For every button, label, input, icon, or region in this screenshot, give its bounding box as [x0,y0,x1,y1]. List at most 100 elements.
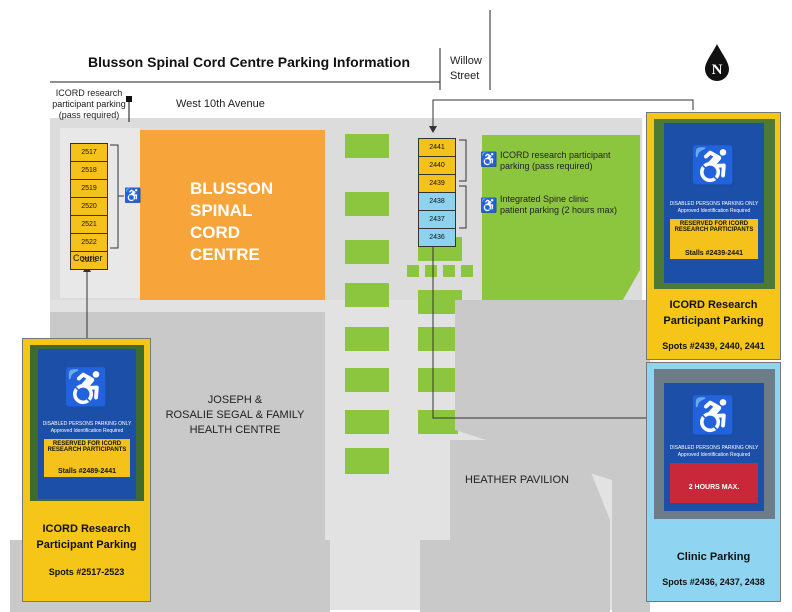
parking-island [418,290,462,314]
sign-disabled-text: DISABLED PERSONS PARKING ONLY [669,445,759,451]
parking-island [407,265,419,277]
parking-island [345,283,389,307]
segal-line1: JOSEPH & [207,394,263,406]
right-blue-bracket [459,185,467,229]
blusson-line1: BLUSSON [190,179,274,198]
card-caption: Clinic Parking [647,549,780,565]
parking-island [443,265,455,277]
parking-island [418,327,462,351]
stall: 2436 [418,228,456,247]
sign-reserved-line1: RESERVED FOR ICORD [671,221,757,227]
card-caption: ICORD Research Participant Parking [23,521,150,553]
clinic-note-line1: Integrated Spine clinic [500,194,589,204]
sign-reserved-panel: RESERVED FOR ICORD RESEARCH PARTICIPANTS… [670,219,758,259]
sign-approved-text: Approved Identification Required [50,428,124,434]
note-marker [126,96,132,102]
sign-photo: ♿ DISABLED PERSONS PARKING ONLY Approved… [654,119,775,289]
card-spots: Spots #2436, 2437, 2438 [662,577,765,587]
willow-street-label: Willow Street [450,55,482,82]
icord-note: ICORD research participant parking (pass… [500,150,611,172]
sign-approved-text: Approved Identification Required [677,452,751,458]
blusson-line2: SPINAL [190,201,253,220]
right-building [455,300,650,612]
connector-top-right [432,99,694,128]
sign-reserved-2: RESEARCH PARTICIPANTS [674,227,754,233]
segal-line2: ROSALIE SEGAL & FAMILY [165,409,305,421]
segal-line3: HEALTH CENTRE [189,424,281,436]
card-caption-1: ICORD Research [669,299,758,311]
wheelchair-icon: ♿ [63,368,111,410]
page-title: Blusson Spinal Cord Centre Parking Infor… [88,54,411,70]
willow-line2: Street [450,70,480,82]
stall: 2519 [70,179,108,198]
stall: 2520 [70,197,108,216]
parking-island [345,192,389,216]
sign-approved-text: Approved Identification Required [677,208,751,214]
west-10th-avenue-label: West 10th Avenue [176,98,265,110]
top-note-line3: (pass required) [58,110,120,120]
blusson-line3: CORD [190,223,241,242]
sign-two-hours: 2 HOURS MAX. [688,484,740,491]
card-icord-right: ♿ DISABLED PERSONS PARKING ONLY Approved… [646,112,781,360]
willow-line1: Willow [450,55,482,67]
wheelchair-icon: ♿ [124,187,142,203]
stall: 2441 [418,138,456,157]
right-stalls: 2441 2440 2439 2438 2437 2436 [418,138,456,247]
stall: 2523 [70,251,108,270]
sign-reserved-line2: RESEARCH PARTICIPANTS [671,227,757,233]
blusson-label: BLUSSON SPINAL CORD CENTRE [190,178,273,266]
clinic-note-line2: patient parking (2 hours max) [500,205,618,215]
parking-islands [345,134,473,474]
heather-pavilion-building [420,440,610,612]
parking-sign: ♿ DISABLED PERSONS PARKING ONLY Approved… [664,123,764,283]
wheelchair-icon: ♿ [480,197,498,213]
card-caption-2: Participant Parking [36,539,137,551]
card-spots: Spots #2517-2523 [48,567,125,577]
card-spots: Spots #2439, 2440, 2441 [662,341,765,351]
stall: 2438 [418,192,456,211]
sign-reserved-line2: RESEARCH PARTICIPANTS [45,447,129,453]
parking-island [345,368,389,392]
blusson-line4: CENTRE [190,245,260,264]
card-caption-2: Participant Parking [663,315,764,327]
sign-two-hours-panel: 2 HOURS MAX. [670,463,758,503]
sign-photo: ♿ DISABLED PERSONS PARKING ONLY Approved… [654,369,775,519]
stall: 2517 [70,143,108,162]
stall: 2439 [418,174,456,193]
parking-sign: ♿ DISABLED PERSONS PARKING ONLY Approved… [664,383,764,511]
stall: 2518 [70,161,108,180]
segal-label: JOSEPH & ROSALIE SEGAL & FAMILY HEALTH C… [155,393,315,438]
sign-reserved-2: RESEARCH PARTICIPANTS [47,447,127,453]
clinic-note: Integrated Spine clinic patient parking … [500,194,617,216]
icord-note-line2: parking (pass required) [500,161,593,171]
connector-bottom-right [432,234,646,419]
stall: 2521 [70,215,108,234]
parking-island [345,448,389,474]
arrow-top-right-head [429,126,437,133]
sign-photo: ♿ DISABLED PERSONS PARKING ONLY Approved… [30,345,144,501]
parking-island [345,134,389,158]
stall: 2440 [418,156,456,175]
card-caption: ICORD Research Participant Parking [647,297,780,329]
icord-note-line1: ICORD research participant [500,150,611,160]
right-yellow-bracket [459,139,467,182]
parking-island [345,410,389,434]
sign-stalls: Stalls #2439-2441 [685,250,743,257]
parking-island [345,327,389,351]
sign-disabled-text: DISABLED PERSONS PARKING ONLY [669,201,759,207]
stall: 2437 [418,210,456,229]
sign-stalls: Stalls #2489-2441 [58,468,116,475]
sign-reserved-line1: RESERVED FOR ICORD [45,441,129,447]
parking-island [345,240,389,264]
parking-island [418,368,462,392]
card-caption-1: Clinic Parking [676,551,751,563]
sign-reserved-1: RESERVED FOR ICORD [52,441,122,447]
wheelchair-icon: ♿ [690,146,738,188]
card-icord-left: ♿ DISABLED PERSONS PARKING ONLY Approved… [22,338,151,602]
top-note-line1: ICORD research [55,88,123,98]
card-caption-1: ICORD Research [42,523,131,535]
top-note-line2: participant parking [52,99,126,109]
sign-reserved-panel: RESERVED FOR ICORD RESEARCH PARTICIPANTS… [44,439,130,477]
wheelchair-icon: ♿ [690,396,738,438]
top-left-note: ICORD research participant parking (pass… [50,88,128,121]
